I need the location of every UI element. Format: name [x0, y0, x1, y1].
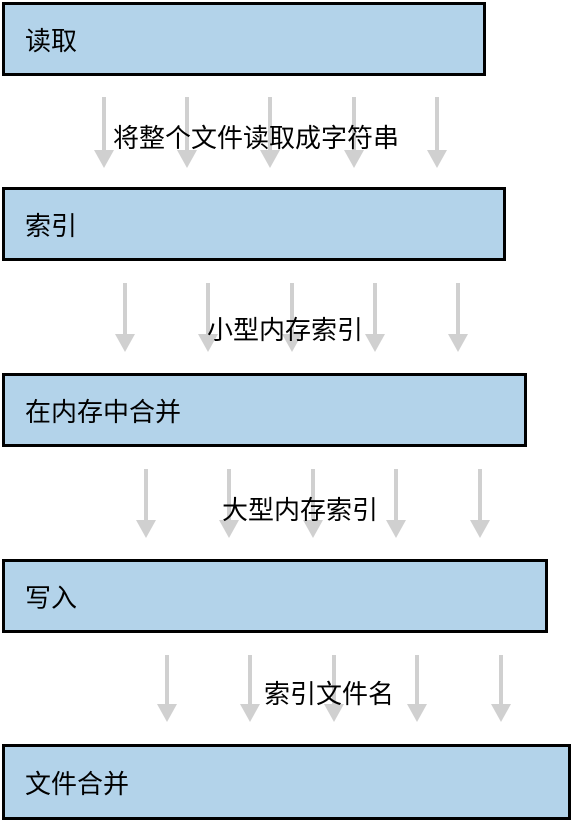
transition-label-read-to-index: 将整个文件读取成字符串: [113, 124, 400, 154]
stage-write-label: 写入: [25, 583, 78, 614]
flow-arrow-icon: [240, 655, 260, 722]
stage-read: 读取: [2, 2, 486, 76]
flow-arrow-icon: [157, 655, 177, 722]
flow-arrow-icon: [491, 655, 511, 722]
flow-arrow-icon: [324, 655, 344, 722]
flow-arrow-icon: [427, 97, 447, 168]
flow-arrow-icon: [386, 469, 406, 538]
flow-arrow-icon: [344, 97, 364, 168]
flow-arrow-icon: [94, 97, 114, 168]
stage-file-merge: 文件合并: [2, 744, 571, 820]
transition-label-write-to-file-merge: 索引文件名: [264, 680, 395, 710]
stage-read-label: 读取: [25, 26, 78, 57]
stage-file-merge-label: 文件合并: [25, 769, 130, 800]
stage-write: 写入: [2, 559, 548, 633]
flow-arrow-icon: [303, 469, 323, 538]
stage-index-label: 索引: [25, 211, 78, 242]
stage-merge-in-memory-label: 在内存中合并: [25, 397, 182, 428]
flow-arrow-icon: [219, 469, 239, 538]
flow-arrow-icon: [282, 283, 302, 352]
flow-arrow-icon: [448, 283, 468, 352]
flow-arrow-icon: [177, 97, 197, 168]
stage-merge-in-memory: 在内存中合并: [2, 373, 527, 447]
transition-label-merge-to-write: 大型内存索引: [222, 496, 379, 526]
flow-arrow-icon: [365, 283, 385, 352]
flow-arrow-icon: [470, 469, 490, 538]
flow-arrow-icon: [198, 283, 218, 352]
flow-arrow-icon: [115, 283, 135, 352]
flow-arrow-icon: [260, 97, 280, 168]
flow-arrow-icon: [407, 655, 427, 722]
flow-arrow-icon: [136, 469, 156, 538]
stage-index: 索引: [2, 187, 506, 261]
transition-label-index-to-merge: 小型内存索引: [207, 316, 364, 346]
